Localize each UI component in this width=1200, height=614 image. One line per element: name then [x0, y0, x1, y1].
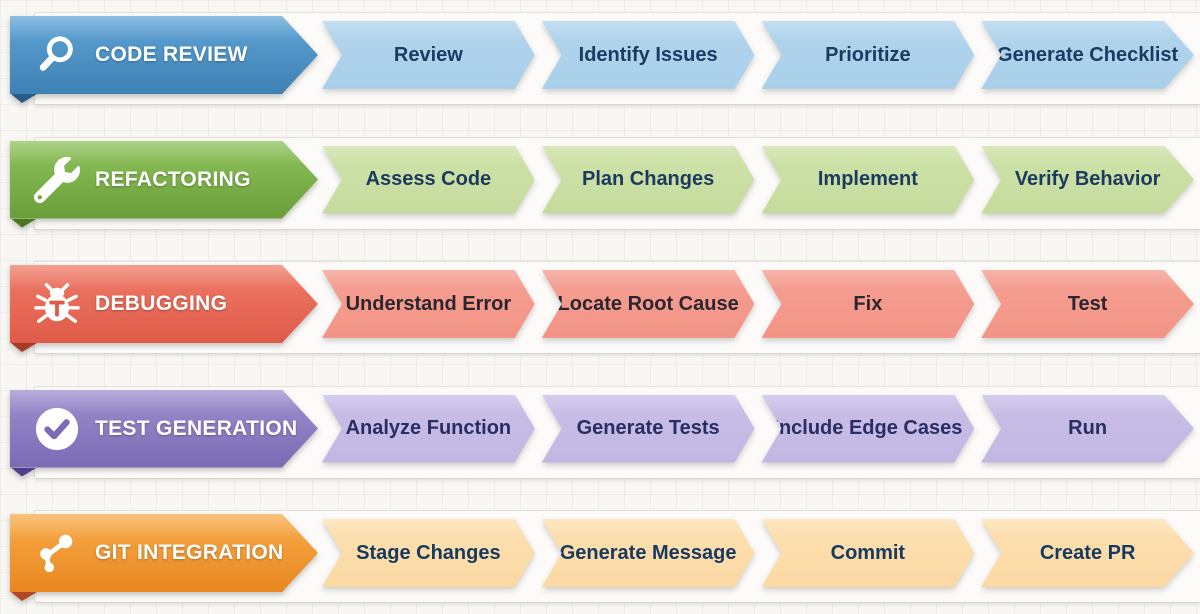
step-label: Assess Code: [365, 168, 492, 190]
workflow-row-git-integration: GIT INTEGRATION Stage Changes Generate Me…: [0, 510, 1200, 614]
ribbon-fold: [11, 94, 37, 103]
workflow-row-debugging: DEBUGGING Understand Error Locate Root Ca…: [0, 261, 1200, 365]
workflow-header: CODE REVIEW: [10, 16, 318, 94]
workflow-steps: Stage Changes Generate Message Commit Creat…: [322, 519, 1194, 587]
workflow-step: Review: [322, 21, 535, 89]
workflow-step: Prioritize: [762, 21, 975, 89]
workflow-header: TEST GENERATION: [10, 390, 318, 468]
wrench-icon: [34, 157, 80, 203]
workflow-step: Understand Error: [322, 270, 535, 338]
workflow-row-test-generation: TEST GENERATION Analyze Function Generate…: [0, 385, 1200, 490]
step-label: Include Edge Cases: [773, 417, 963, 439]
workflow-title: CODE REVIEW: [95, 43, 248, 66]
workflow-step: Generate Checklist: [981, 21, 1194, 89]
step-label: Commit: [830, 541, 906, 564]
workflow-step: Verify Behavior: [981, 146, 1194, 214]
step-label: Test: [1067, 292, 1108, 315]
step-label: Generate Checklist: [997, 43, 1179, 66]
step-label: Stage Changes: [356, 541, 501, 564]
workflow-header-wrap: TEST GENERATION: [10, 390, 318, 477]
workflow-step: Run: [981, 395, 1194, 463]
workflow-header-wrap: REFACTORING: [10, 141, 318, 228]
workflow-header: REFACTORING: [10, 141, 318, 219]
workflow-steps: Assess Code Plan Changes Implement Verify B…: [322, 146, 1194, 214]
step-label: Run: [1068, 417, 1108, 439]
step-label: Review: [393, 43, 463, 66]
workflow-step: Test: [981, 270, 1194, 338]
bug-icon: [34, 281, 80, 327]
step-label: Verify Behavior: [1014, 168, 1161, 190]
workflow-step: Commit: [762, 519, 975, 587]
workflow-step: Implement: [762, 146, 975, 214]
magnifier-icon: [34, 32, 80, 78]
workflow-step: Stage Changes: [322, 519, 535, 587]
step-label: Implement: [817, 168, 918, 190]
workflow-step: Generate Tests: [542, 395, 755, 463]
workflow-row-code-review: CODE REVIEW Review Identify Issues Priorit…: [0, 12, 1200, 116]
workflow-ribbon: REFACTORING Assess Code Plan Changes Imple…: [10, 141, 1194, 228]
workflow-step: Generate Message: [542, 519, 755, 587]
workflow-title: TEST GENERATION: [95, 416, 298, 440]
workflow-title: GIT INTEGRATION: [95, 541, 284, 564]
workflow-header-wrap: GIT INTEGRATION: [10, 514, 318, 601]
workflow-step: Locate Root Cause: [542, 270, 755, 338]
step-label: Generate Message: [559, 541, 737, 564]
workflow-header-wrap: CODE REVIEW: [10, 16, 318, 103]
check-circle-icon: [34, 406, 80, 452]
workflow-header: GIT INTEGRATION: [10, 514, 318, 592]
workflow-step: Analyze Function: [322, 395, 535, 463]
workflow-steps: Understand Error Locate Root Cause Fix Test: [322, 270, 1194, 338]
step-label: Locate Root Cause: [557, 292, 739, 315]
workflow-steps: Analyze Function Generate Tests Include Ed…: [322, 395, 1194, 463]
workflow-step: Plan Changes: [542, 146, 755, 214]
ribbon-fold: [11, 343, 37, 352]
step-label: Generate Tests: [576, 417, 720, 439]
step-label: Identify Issues: [578, 43, 718, 66]
step-label: Fix: [853, 292, 883, 315]
workflow-ribbon: TEST GENERATION Analyze Function Generate…: [10, 390, 1194, 477]
ribbon-fold: [11, 467, 37, 477]
workflow-header-wrap: DEBUGGING: [10, 265, 318, 352]
workflow-title: DEBUGGING: [95, 292, 228, 315]
workflow-step: Create PR: [981, 519, 1194, 587]
step-label: Analyze Function: [345, 417, 512, 439]
workflow-step: Identify Issues: [542, 21, 755, 89]
workflow-row-refactoring: REFACTORING Assess Code Plan Changes Imple…: [0, 136, 1200, 241]
workflow-ribbon: CODE REVIEW Review Identify Issues Priorit…: [10, 16, 1194, 103]
workflow-step: Include Edge Cases: [762, 395, 975, 463]
workflow-ribbon: GIT INTEGRATION Stage Changes Generate Me…: [10, 514, 1194, 601]
git-branch-icon: [34, 530, 80, 576]
ribbon-fold: [11, 592, 37, 601]
workflow-title: REFACTORING: [95, 167, 251, 191]
ribbon-fold: [11, 218, 37, 228]
step-label: Understand Error: [345, 292, 512, 315]
workflow-step: Assess Code: [322, 146, 535, 214]
workflow-header: DEBUGGING: [10, 265, 318, 343]
step-label: Prioritize: [825, 43, 911, 66]
workflow-ribbon: DEBUGGING Understand Error Locate Root Ca…: [10, 265, 1194, 352]
workflow-step: Fix: [762, 270, 975, 338]
step-label: Plan Changes: [581, 168, 715, 190]
workflow-steps: Review Identify Issues Prioritize Generate …: [322, 21, 1194, 89]
step-label: Create PR: [1039, 541, 1136, 564]
